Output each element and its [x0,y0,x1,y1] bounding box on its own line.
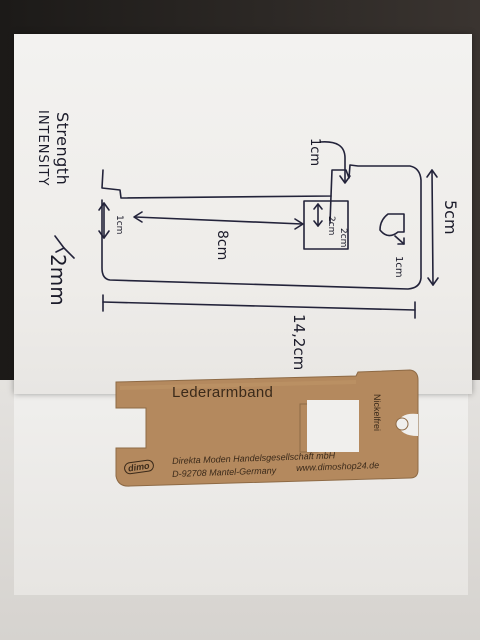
notch-rect [303,200,349,250]
strength-line1: Strength [53,112,72,186]
tag-side-label: Nickelfrei [372,394,382,432]
hole-outline [379,213,405,237]
dimension-5cm [431,169,434,286]
dimension-14-2cm [102,301,416,311]
label-1cm-left: 1cm [114,215,124,235]
label-1cm-top: 1cm [307,138,322,167]
label-8cm: 8cm [214,230,230,261]
label-2cm-a: 2cm [338,228,348,248]
cardboard-tag [115,369,419,487]
label-14-2cm: 14,2cm [290,314,308,371]
label-5cm: 5cm [441,200,460,235]
tag-title: Lederarmband [172,384,274,401]
strength-value: 2mm [46,254,70,306]
label-2cm-b: 2cm [326,216,336,236]
band-outline [101,164,422,290]
dimension-8cm [134,216,303,225]
label-1cm-hole: 1cm [393,256,404,278]
strength-line2: INTENSITY [35,110,50,187]
